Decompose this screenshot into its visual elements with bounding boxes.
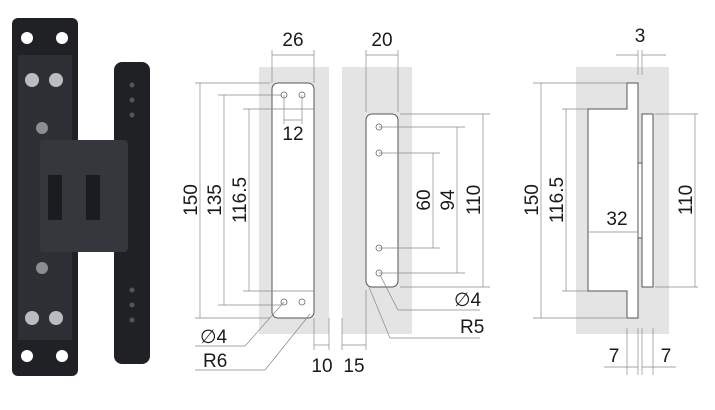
- dim-side-110: 110: [676, 185, 697, 215]
- dim-7-left: 7: [609, 346, 620, 367]
- dim-20: 20: [371, 30, 392, 51]
- dim-side-150: 150: [522, 184, 543, 216]
- dim-r6: R6: [203, 351, 227, 372]
- dim-26: 26: [282, 30, 303, 51]
- dim-r5: R5: [460, 317, 484, 338]
- side-profile: [587, 82, 654, 319]
- dim-116-5: 116.5: [230, 177, 251, 223]
- hinge-photo: [12, 18, 150, 376]
- dim-15: 15: [343, 356, 364, 377]
- door-plate: [271, 82, 315, 319]
- dim-10: 10: [311, 356, 332, 377]
- dim-side-116-5: 116.5: [547, 177, 568, 223]
- dim-frame-hole-diameter: ∅4: [454, 290, 482, 311]
- dim-110: 110: [464, 185, 485, 215]
- dim-135: 135: [205, 184, 226, 216]
- dim-12: 12: [282, 124, 303, 145]
- frame-plate: [365, 113, 399, 288]
- dim-hole-diameter: ∅4: [200, 327, 228, 348]
- dim-32: 32: [606, 209, 627, 230]
- dim-150: 150: [181, 184, 202, 216]
- dim-7-right: 7: [661, 346, 672, 367]
- dim-60: 60: [414, 189, 435, 210]
- dim-3: 3: [635, 26, 646, 47]
- dim-94: 94: [438, 189, 459, 211]
